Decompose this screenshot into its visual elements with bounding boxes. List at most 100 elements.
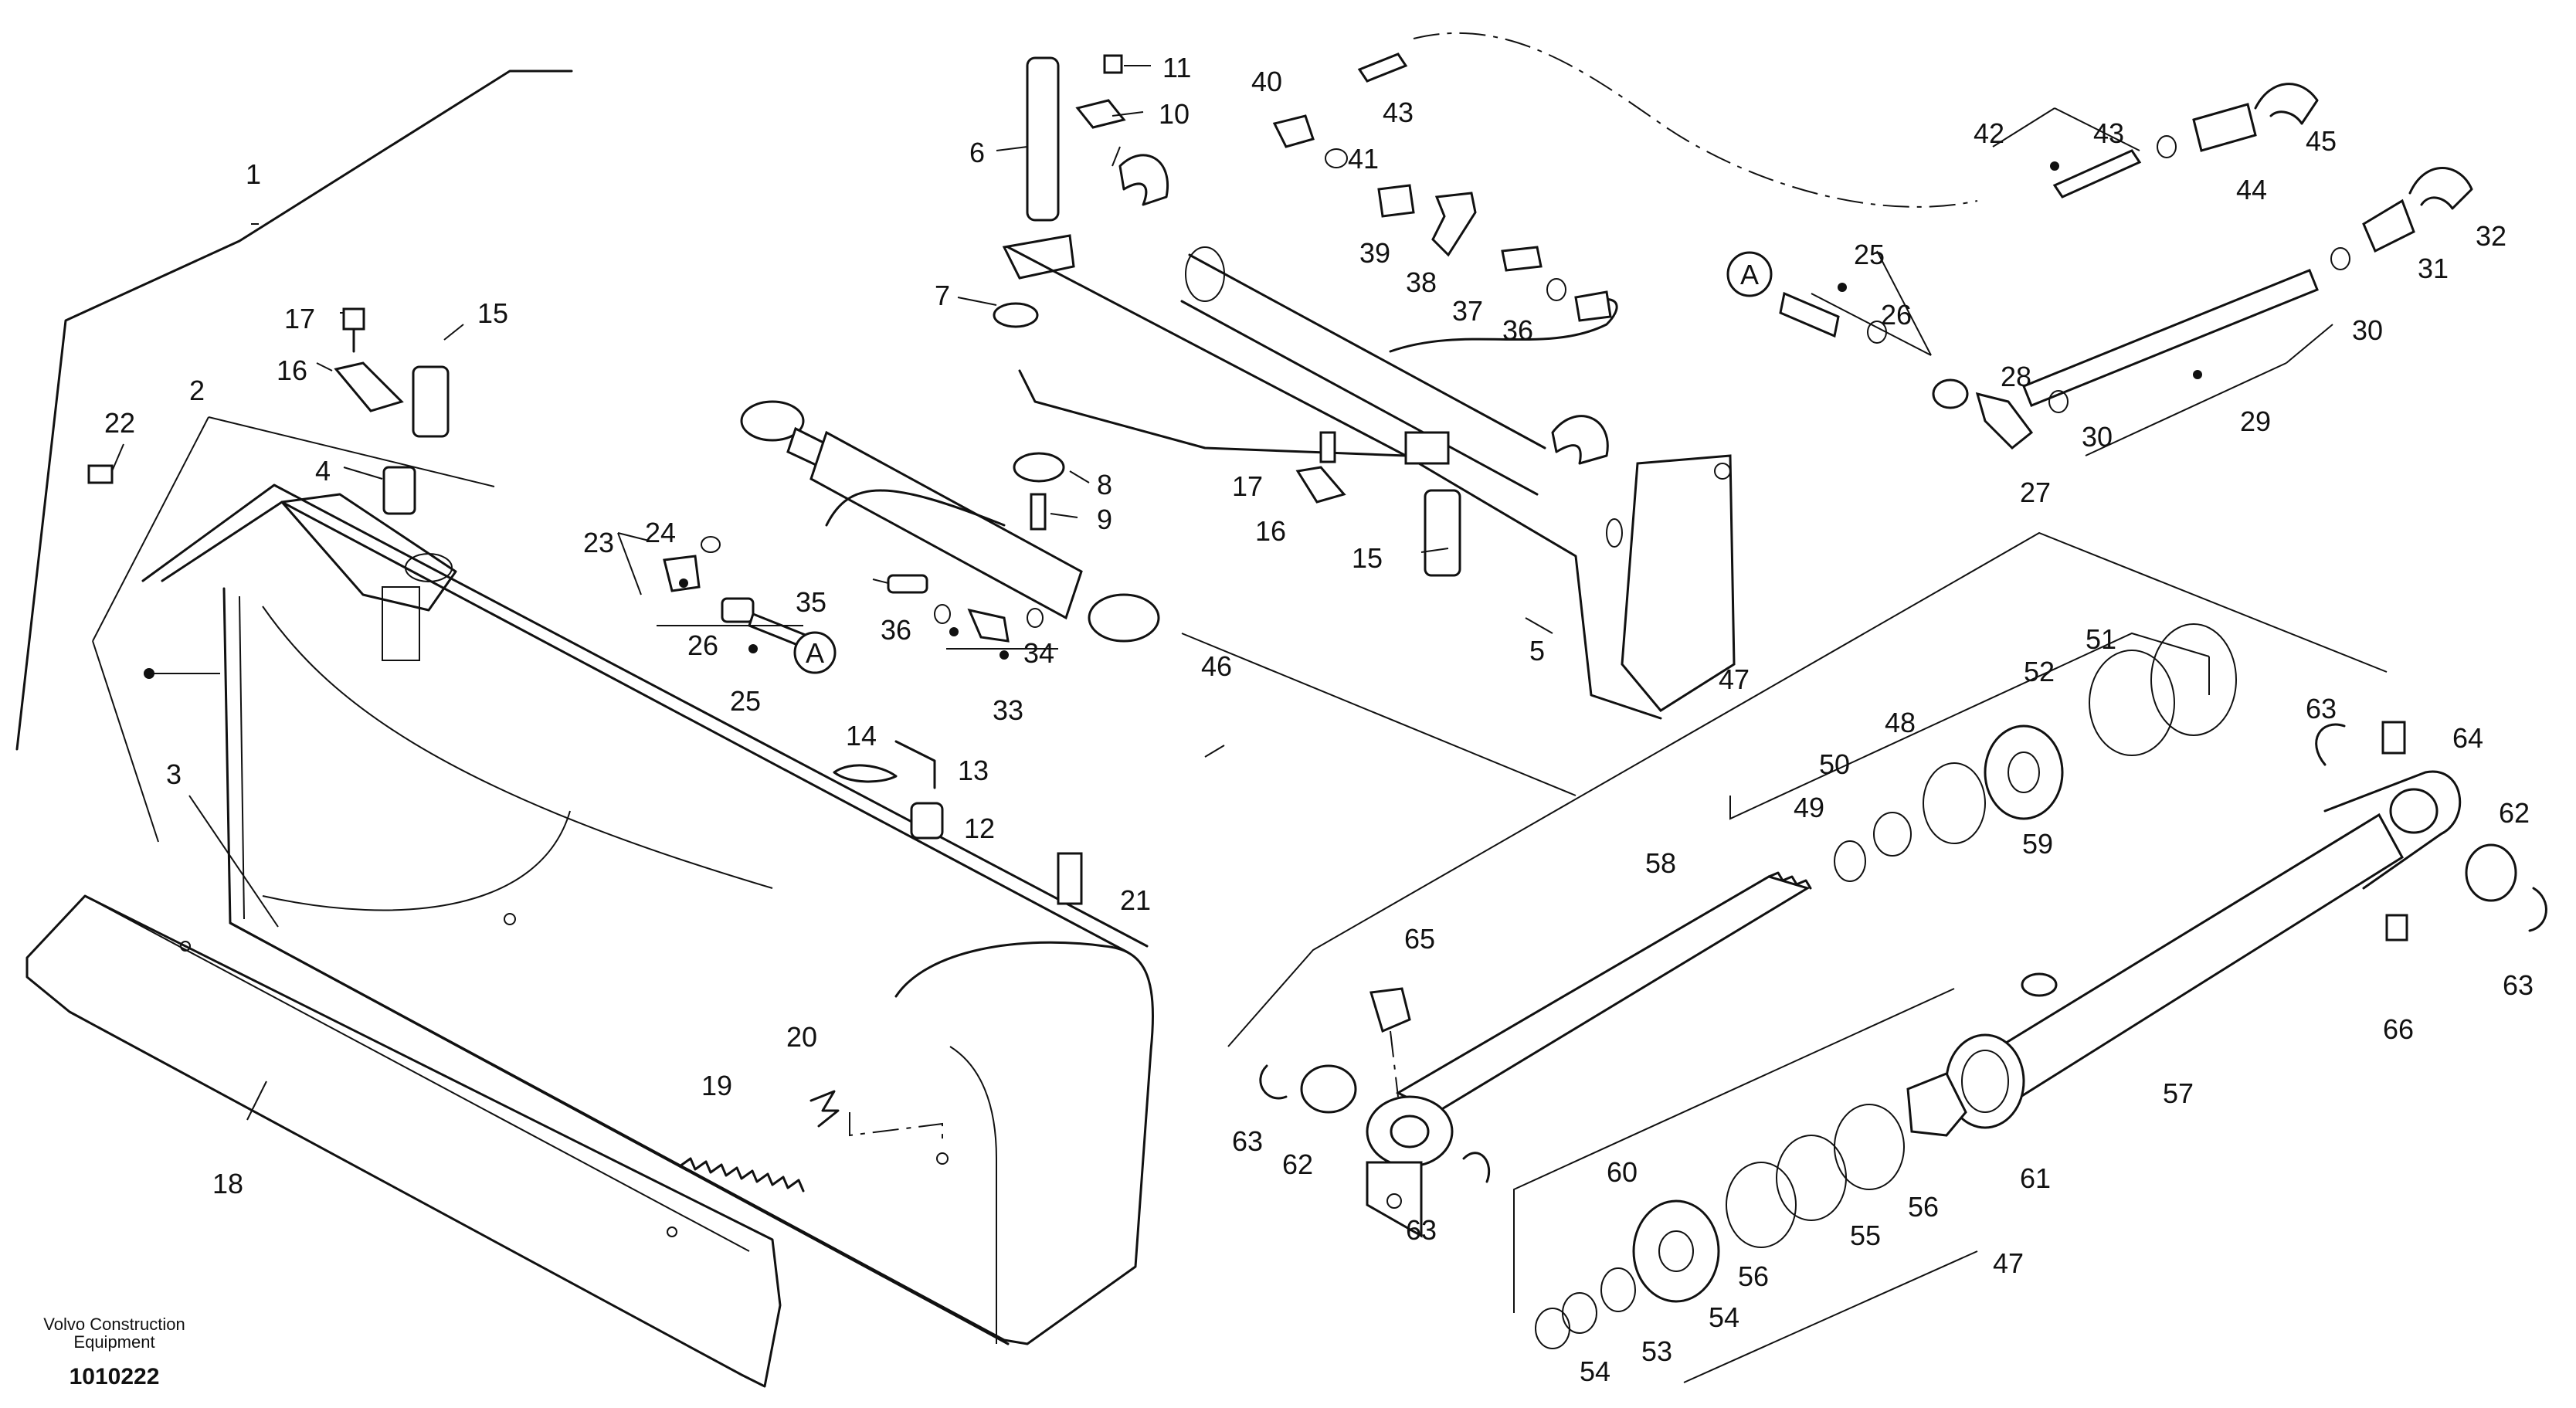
hole [936, 1152, 949, 1165]
ring-53b [1600, 1267, 1636, 1312]
elbow-23 [663, 555, 701, 592]
seal-48 [1923, 762, 1986, 844]
label-19: 19 [701, 1070, 732, 1101]
group-outline-47b-bottom [1683, 1250, 1978, 1383]
bushing-62-left [1300, 1064, 1357, 1114]
seal-55 [1776, 1135, 1847, 1221]
fittings-group-23: A [663, 536, 837, 674]
label-34: 34 [1023, 637, 1054, 669]
fitting-35 [887, 574, 928, 594]
label-58: 58 [1645, 847, 1676, 879]
label-66: 66 [2383, 1013, 2414, 1045]
grease-nipple-22 [87, 464, 114, 484]
footer-drawing-number: 1010222 [70, 1364, 160, 1389]
cylinder-barrel [809, 430, 1083, 620]
frame-hook-left [1118, 154, 1169, 206]
snap-ring-63-top [2315, 723, 2346, 766]
tube-bore [1961, 1050, 2009, 1113]
o-ring-30b [2048, 390, 2069, 413]
snap-ring-63-bottom [1462, 1152, 1491, 1183]
seal-49 [1834, 840, 1866, 882]
assembly-line [1390, 1030, 1399, 1098]
marker-dot [679, 578, 688, 588]
seal-56 [1726, 1162, 1797, 1248]
coupling-44 [2192, 103, 2257, 152]
plate-10 [1075, 99, 1126, 129]
pin-6 [1026, 56, 1060, 222]
label-9: 9 [1097, 504, 1112, 535]
bucket-bottom-edge [229, 921, 1010, 1345]
label-49: 49 [1794, 792, 1824, 823]
label-13: 13 [958, 755, 989, 786]
label-61: 61 [2020, 1162, 2051, 1194]
seal-56b [1834, 1104, 1905, 1190]
o-ring-24 [701, 536, 721, 553]
head-eye-bore [2389, 788, 2439, 834]
label-56a: 56 [1908, 1191, 1939, 1223]
callout-circle-a-right [1726, 251, 1773, 297]
footer-company-line1: Volvo Construction [43, 1315, 185, 1334]
label-59: 59 [2022, 828, 2053, 860]
label-46: 46 [1201, 650, 1232, 682]
label-47b: 47 [1993, 1247, 2024, 1279]
label-40: 40 [1251, 66, 1282, 97]
bushing-12 [910, 802, 944, 840]
gland-bore [2008, 751, 2040, 793]
label-17a: 17 [284, 303, 315, 334]
label-36b: 36 [1502, 314, 1533, 346]
bucket-right-side [894, 941, 1154, 1345]
assembly-line [849, 1112, 943, 1143]
piston-rod-58 [1395, 875, 1811, 1114]
label-20: 20 [786, 1021, 817, 1053]
label-65: 65 [1404, 923, 1435, 955]
adapter-25 [1779, 291, 1840, 338]
spring-19 [678, 1157, 805, 1193]
rod-thread [1767, 871, 1812, 890]
hose-36 [1389, 297, 1618, 353]
ring-54 [1535, 1308, 1570, 1349]
label-23: 23 [583, 527, 614, 558]
label-17b: 17 [1232, 470, 1263, 502]
label-63a: 63 [1232, 1125, 1263, 1157]
label-4: 4 [315, 455, 331, 487]
label-43b: 43 [2093, 117, 2124, 149]
fitting-43-top [1357, 53, 1408, 83]
label-6: 6 [969, 137, 985, 168]
leader-lines [92, 65, 2333, 1121]
bucket-drawing [15, 70, 1154, 1388]
label-41: 41 [1348, 143, 1379, 175]
label-60: 60 [1607, 1156, 1638, 1188]
grease-nipple-64 [2381, 721, 2406, 755]
leader-22 [111, 443, 124, 472]
group-outline-top [1227, 531, 2388, 1047]
label-27: 27 [2020, 477, 2051, 508]
slot [1606, 518, 1623, 548]
gland-59 [1984, 724, 2064, 820]
label-64: 64 [2452, 722, 2483, 754]
marker-dot [2193, 370, 2202, 379]
left-hardware [87, 307, 1083, 1193]
bracket-plate [1404, 431, 1450, 465]
hinge-post [382, 586, 420, 661]
label-54a: 54 [1709, 1301, 1739, 1333]
cutting-edge-18 [25, 894, 782, 1388]
bracket-top [1002, 234, 1075, 280]
label-47a: 47 [1719, 663, 1750, 695]
label-32: 32 [2476, 220, 2506, 252]
label-52: 52 [2024, 656, 2055, 687]
hole [1386, 1193, 1402, 1209]
label-2: 2 [189, 375, 205, 406]
plate-16-right [1295, 466, 1346, 504]
bucket-left-wall-edge [239, 595, 245, 920]
adapter-26 [721, 597, 755, 623]
label-31: 31 [2418, 253, 2449, 284]
bushing-62-right [2465, 843, 2517, 902]
pin-15-right [1424, 489, 1461, 577]
hole [504, 913, 516, 925]
label-37: 37 [1452, 295, 1483, 327]
elbow-34 [967, 608, 1010, 643]
frame-main-arm [1006, 246, 1662, 720]
group-outline-47b [1513, 988, 1955, 1313]
marker-dot [2050, 161, 2059, 171]
part-labels: 1 2 3 4 5 6 7 8 9 10 11 12 13 14 15 15 1… [104, 52, 2534, 1387]
